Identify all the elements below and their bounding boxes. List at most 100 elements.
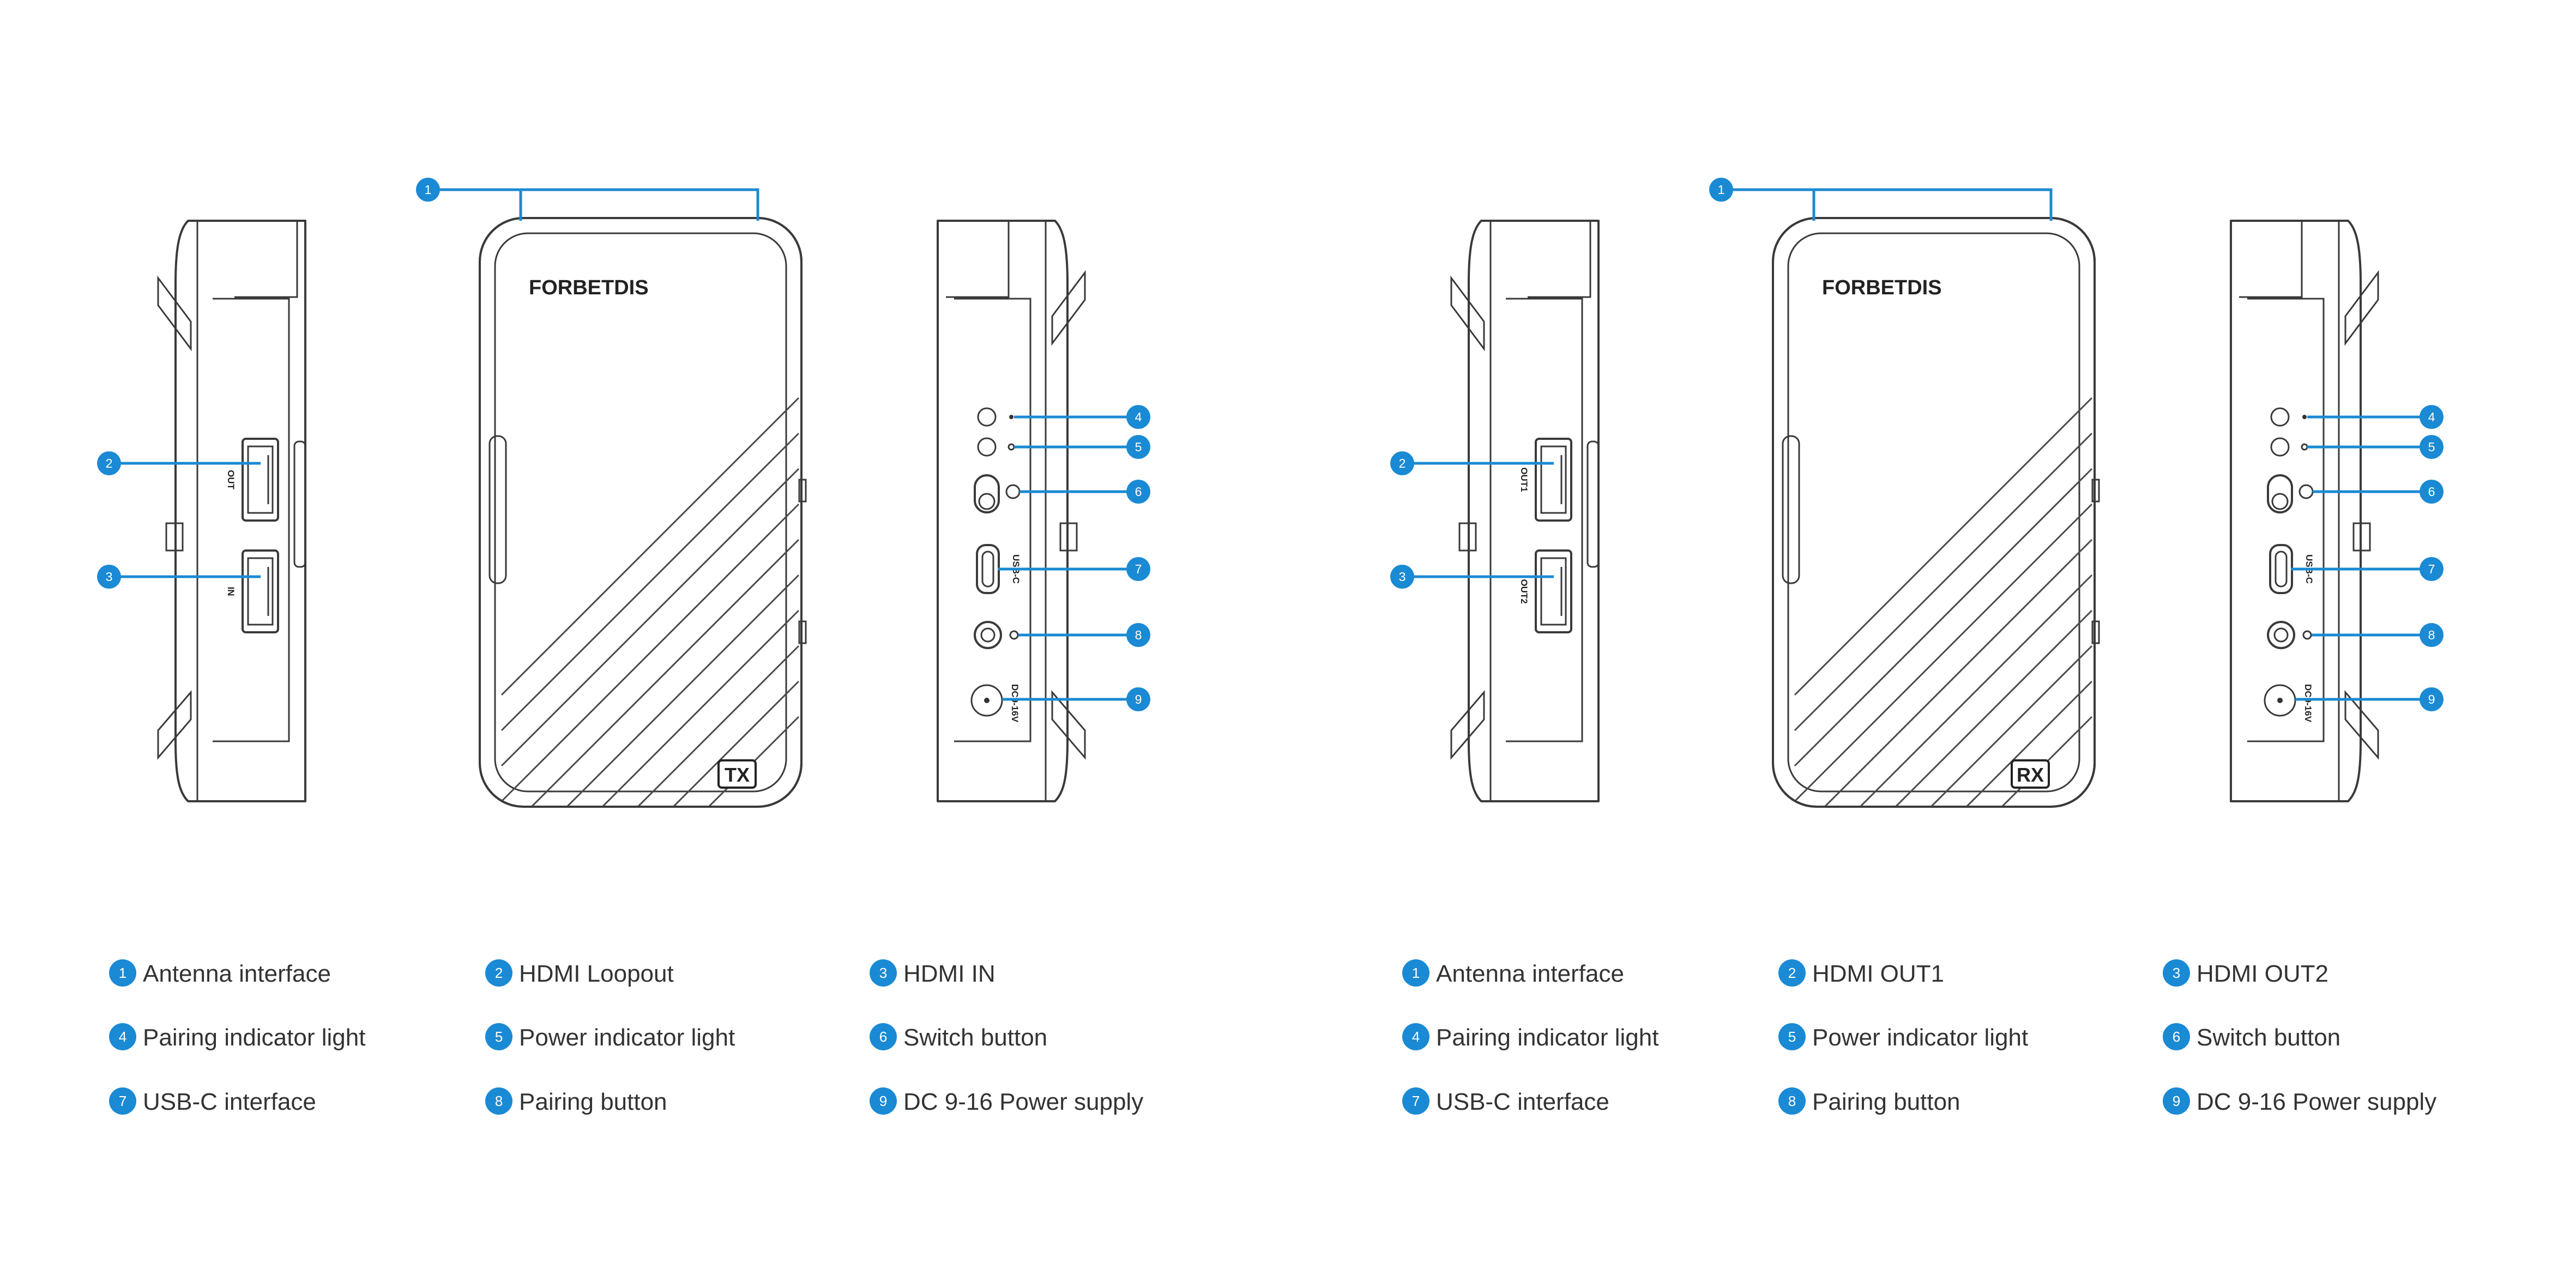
hdmi-port-label-1: OUT: [226, 470, 236, 490]
callout-badge-circle: [2163, 1023, 2190, 1050]
callout-badge-circle: [2420, 557, 2444, 581]
callout-badge-circle: [1390, 565, 1414, 589]
pairing-button: [974, 621, 1002, 649]
callout-badge-circle: [109, 1087, 136, 1115]
device-badge-frame: [2011, 759, 2050, 789]
side-top-cap: [234, 220, 298, 298]
hdmi-port-label-2: IN: [226, 587, 236, 596]
callout-badge-number: 3: [2173, 965, 2181, 981]
hdmi-port-slot: [1540, 557, 1567, 626]
legend-number-badge: 5: [1778, 1023, 1806, 1050]
callout-badge-number: 9: [2173, 1093, 2181, 1109]
pairing-button-inner: [2273, 627, 2289, 643]
callout-line-1: [1812, 188, 2053, 221]
legend-number-badge: 5: [485, 1023, 512, 1050]
side-clip: [165, 522, 184, 552]
callout-badge-circle: [97, 451, 121, 475]
side-body-outline: [2230, 220, 2362, 802]
callout-badge-number: 6: [2173, 1029, 2181, 1045]
legend-label: Switch button: [903, 1024, 1047, 1051]
side-button-strip: [1586, 440, 1600, 568]
callout-badge-number: 5: [495, 1029, 503, 1045]
callout-badge-circle: [1402, 1023, 1429, 1050]
legend-number-badge: 2: [485, 959, 512, 987]
legend-number-badge: 7: [1402, 1087, 1429, 1115]
callout-badge-circle: [2420, 623, 2444, 647]
callout-badge-number: 5: [2428, 440, 2435, 454]
legend-number-badge: 4: [1402, 1023, 1429, 1050]
callout-badge-number: 4: [119, 1029, 127, 1045]
legend-label: DC 9-16 Power supply: [903, 1089, 1143, 1115]
callout-badge-circle: [870, 1087, 897, 1115]
device-badge: RX: [2017, 764, 2044, 786]
side-fin-bottom: [1450, 690, 1485, 760]
front-side-bump: [798, 620, 807, 644]
callout-badge-number: 1: [425, 183, 432, 197]
callout-badge-circle: [1126, 435, 1150, 459]
front-side-bump: [2091, 620, 2100, 644]
callout-badge-circle: [2420, 687, 2444, 711]
legend-number-badge: 8: [485, 1087, 512, 1115]
front-stripe: [1794, 503, 2093, 802]
front-stripe: [500, 432, 800, 731]
callout-badge-number: 2: [106, 456, 113, 470]
stripe-mask-bottom: [1740, 807, 2127, 1188]
side-body-outline: [1468, 220, 1600, 802]
indicator-glyph: [2301, 443, 2308, 451]
callout-4: 4: [1126, 405, 1150, 429]
callout-badge-circle: [1126, 557, 1150, 581]
legend-number-badge: 1: [109, 959, 136, 987]
legend-label: Antenna interface: [143, 960, 331, 987]
power-symbol-icon: [2299, 484, 2314, 499]
side-clip: [1059, 522, 1078, 552]
indicator-glyph: [2302, 415, 2307, 419]
stripe-mask-bottom: [447, 807, 834, 1188]
legend-label: HDMI IN: [903, 960, 996, 987]
legend-number-badge: 9: [870, 1087, 897, 1115]
front-body-outline-top: [479, 217, 803, 808]
dc-power-pin: [984, 698, 990, 703]
side-fin-top: [1450, 275, 1485, 352]
callout-badge-circle: [485, 1087, 512, 1115]
legend-label: Power indicator light: [1812, 1024, 2028, 1051]
side-panel: [954, 298, 1031, 742]
front-side-bump: [2091, 479, 2100, 503]
brand-logo: FORBETDIS: [529, 276, 649, 299]
device-badge-frame: [717, 759, 757, 789]
side-clip: [2352, 522, 2371, 552]
brand-logo: FORBETDIS: [1822, 276, 1942, 299]
callout-badge-number: 5: [1135, 440, 1142, 454]
callout-badge-number: 3: [1399, 570, 1406, 584]
callout-badge-circle: [2420, 435, 2444, 459]
front-inner-outline: [494, 232, 787, 793]
callout-8: 8: [2420, 623, 2444, 647]
dc-label: DC9-16V: [2303, 684, 2313, 723]
callout-badge-circle: [2163, 959, 2190, 987]
pairing-indicator-light: [977, 407, 997, 427]
hdmi-port-frame: [242, 549, 279, 633]
usbc-port-inner: [2275, 551, 2288, 588]
legend-label: Pairing indicator light: [143, 1024, 365, 1051]
callout-2: 2: [97, 451, 121, 475]
front-side-grip: [488, 435, 507, 584]
callout-1: 1: [1709, 178, 1733, 202]
callout-6: 6: [2420, 480, 2444, 504]
callout-badge-circle: [870, 959, 897, 987]
callout-7: 7: [2420, 557, 2444, 581]
callout-badge-number: 8: [1135, 628, 1142, 642]
callout-badge-number: 9: [879, 1093, 888, 1109]
legend-label: Pairing indicator light: [1436, 1024, 1658, 1051]
callout-badge-circle: [1126, 623, 1150, 647]
legend-label: DC 9-16 Power supply: [2197, 1089, 2436, 1115]
callout-badge-number: 6: [879, 1029, 888, 1045]
side-fin-bottom: [2344, 690, 2379, 760]
callout-9: 9: [1126, 687, 1150, 711]
